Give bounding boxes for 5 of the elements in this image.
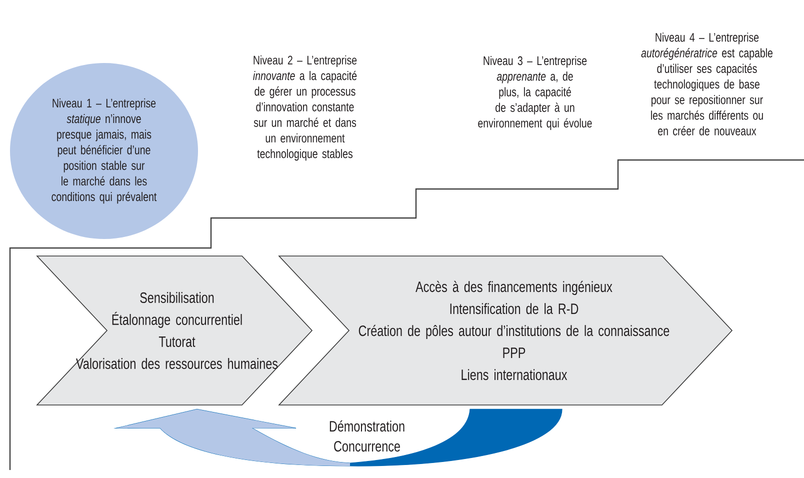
level-text: Niveau 4 – L’entreprise autorégénératrice est capable d’utiliser ses capacités technologiques de base pour se repositionner sur les marchés différents ou en créer de nouveaux bbox=[641, 32, 772, 136]
curved-arrow bbox=[116, 408, 562, 466]
level-text: Niveau 2 – L’entreprise innovante a la capacité de gérer un processus d’innovation constante sur un marché et dans un environnement technologique stables bbox=[253, 55, 357, 161]
edge-label: Démonstration Concurrence bbox=[330, 420, 404, 452]
level-text: Niveau 3 – L’entreprise apprenante a, de plus, la capacité de s’adapter à un environnement qui évolue bbox=[478, 56, 592, 130]
